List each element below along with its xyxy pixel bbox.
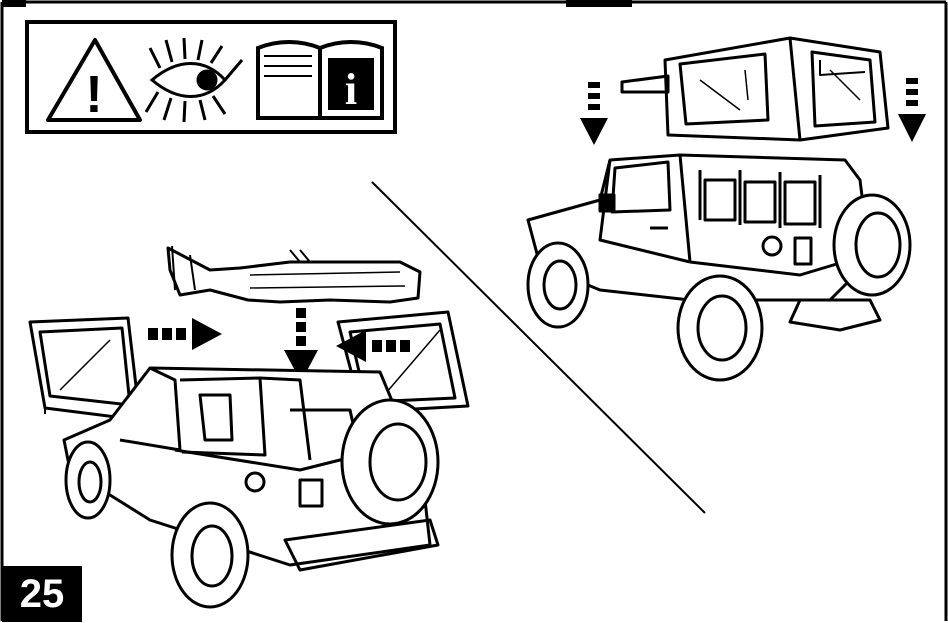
down-arrow-left [580,82,608,145]
down-arrow-right [898,78,926,142]
svg-text:!: ! [85,66,102,124]
step-number-badge: 25 [2,566,82,622]
folded-softtop [166,245,422,304]
left-arrow-right-panel [336,330,410,362]
eye-eyelash-icon [144,37,244,123]
hardtop [620,36,890,142]
warning-triangle-icon: ! [46,38,142,124]
jeep-hardtop-illustration [526,36,926,382]
top-left-tab [2,0,26,7]
info-manual-icon: i [256,40,384,120]
warning-panel: ! i [25,20,397,134]
top-middle-tab [566,0,632,7]
jeep-body-right [526,153,912,382]
svg-text:i: i [345,65,357,114]
jeep-body-left [62,366,440,609]
right-arrow-left-panel [148,318,222,350]
jeep-softtop-illustration [28,245,470,609]
down-arrow-center [284,308,318,382]
diagonal-divider [371,181,706,514]
